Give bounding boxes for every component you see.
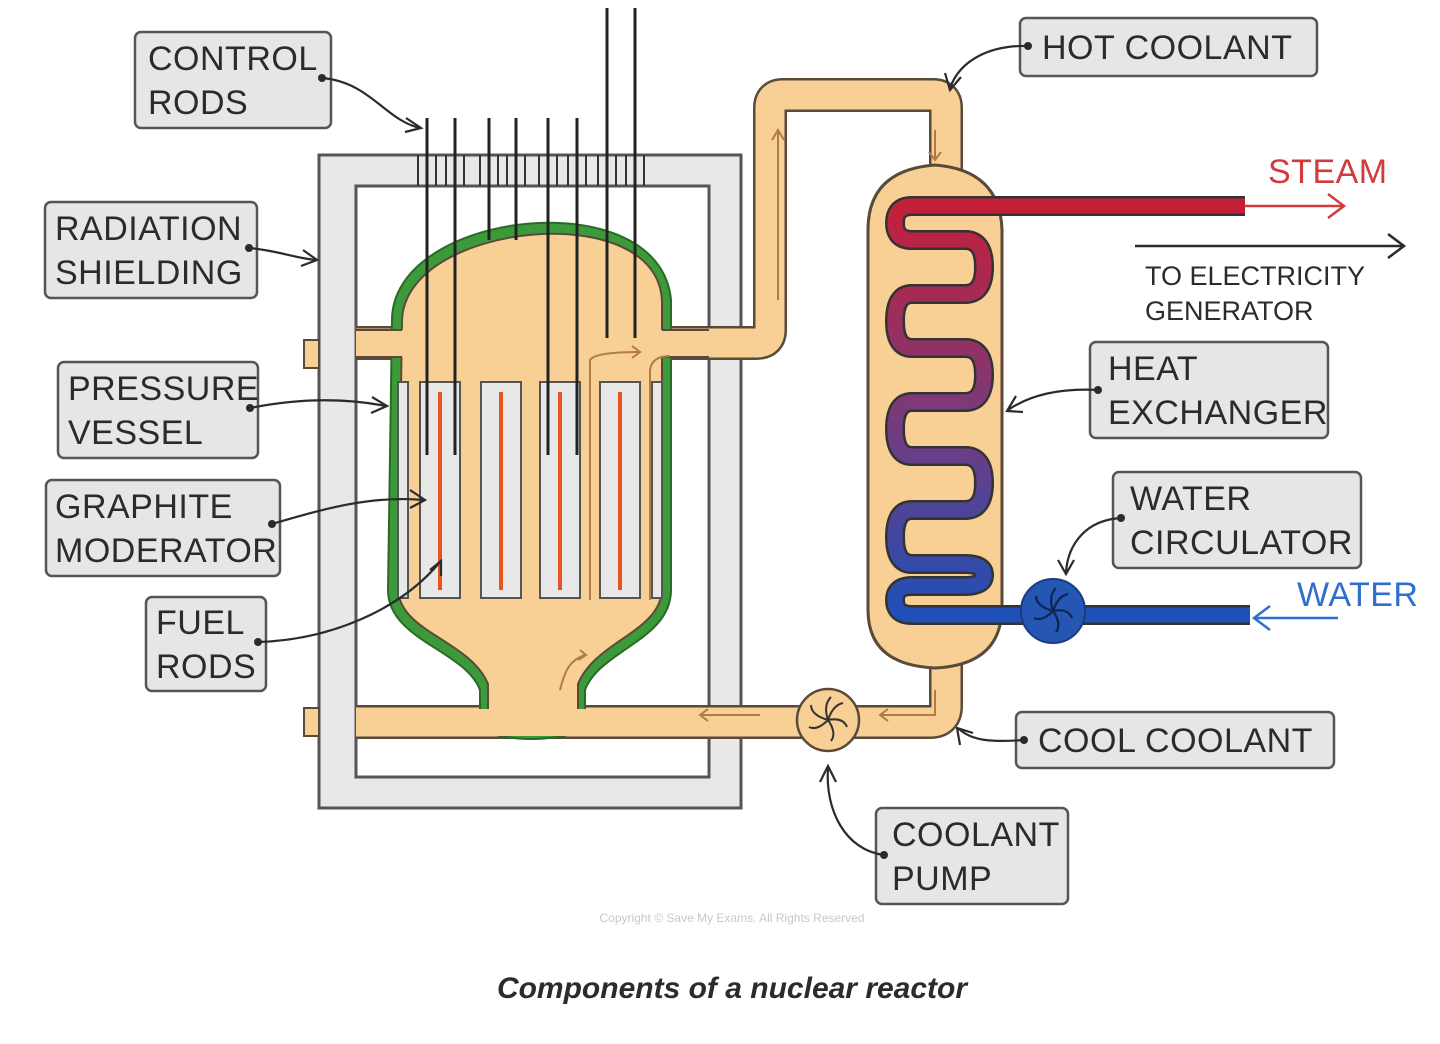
hot-coolant-label: HOT COOLANT	[1042, 29, 1292, 67]
coolant-pump-line1: COOLANT	[892, 816, 1060, 854]
coolant-pump-line2: PUMP	[892, 860, 992, 898]
pressure-vessel	[356, 221, 709, 740]
generator-arrow: TO ELECTRICITY GENERATOR	[1135, 233, 1407, 326]
coolant-pump-tag: COOLANT PUMP	[819, 763, 1070, 906]
pressure-line2: VESSEL	[68, 414, 203, 452]
fuel-line1: FUEL	[156, 604, 245, 642]
copyright-text: Copyright © Save My Exams. All Rights Re…	[600, 911, 865, 925]
to-generator-line2: GENERATOR	[1145, 296, 1314, 326]
cool-coolant-label: COOL COOLANT	[1038, 722, 1313, 760]
heat-exchanger-line2: EXCHANGER	[1108, 394, 1328, 432]
radiation-shielding	[303, 153, 743, 810]
control-rods	[417, 8, 645, 455]
heat-exchanger-tag: HEAT EXCHANGER	[1005, 340, 1330, 440]
radiation-line2: SHIELDING	[55, 254, 243, 292]
water-input: WATER	[1251, 576, 1418, 631]
control-rods-line2: RODS	[148, 84, 248, 122]
graphite-line1: GRAPHITE	[55, 488, 233, 526]
water-circulator-line2: CIRCULATOR	[1130, 524, 1353, 562]
to-generator-line1: TO ELECTRICITY	[1145, 261, 1365, 291]
steam-output: STEAM	[1245, 153, 1388, 219]
figure-caption: Components of a nuclear reactor	[497, 972, 969, 1005]
heat-exchanger-line1: HEAT	[1108, 350, 1198, 388]
pressure-line1: PRESSURE	[68, 370, 259, 408]
control-rods-line1: CONTROL	[148, 40, 318, 78]
graphite-moderator-tag: GRAPHITE MODERATOR	[44, 478, 428, 578]
radiation-line1: RADIATION	[55, 210, 242, 248]
coolant-pump	[795, 687, 861, 753]
fuel-rods-tag: FUEL RODS	[144, 558, 443, 693]
water-circulator	[1020, 578, 1086, 644]
coolant-pipes	[356, 78, 963, 739]
water-circulator-line1: WATER	[1130, 480, 1251, 518]
graphite-line2: MODERATOR	[55, 532, 277, 570]
radiation-shielding-tag: RADIATION SHIELDING	[43, 200, 320, 300]
hot-coolant-tag: HOT COOLANT	[943, 16, 1319, 93]
water-label: WATER	[1297, 576, 1418, 614]
water-circulator-tag: WATER CIRCULATOR	[1057, 470, 1363, 577]
pressure-vessel-tag: PRESSURE VESSEL	[56, 360, 390, 460]
fuel-rods	[438, 392, 622, 590]
flow-arrows	[559, 128, 942, 722]
steam-label: STEAM	[1268, 153, 1388, 191]
fuel-line2: RODS	[156, 648, 256, 686]
cool-coolant-tag: COOL COOLANT	[955, 710, 1336, 770]
control-rods-tag: CONTROL RODS	[133, 30, 424, 134]
